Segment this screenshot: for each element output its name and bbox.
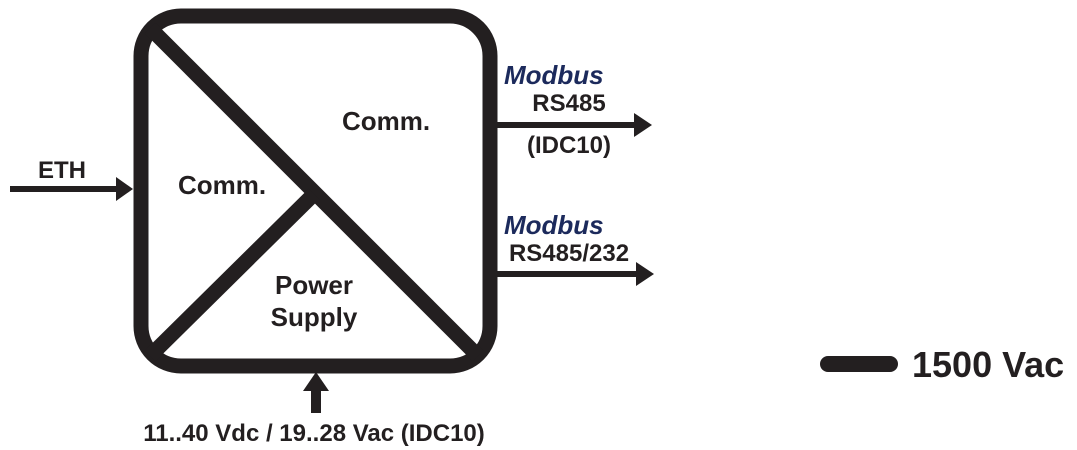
output-2-protocol: RS485/232 [509, 240, 629, 267]
eth-label: ETH [38, 157, 86, 184]
power-input-arrow [303, 372, 329, 413]
power-supply-label-line1: Power [275, 270, 353, 300]
isolation-barrier-diagonal [144, 22, 484, 362]
output-2-arrow-head [636, 262, 654, 286]
power-supply-label-line2: Supply [271, 302, 358, 332]
isolation-barrier-lower [144, 188, 320, 362]
output-1-arrow-head [634, 113, 652, 137]
comm-block-label-left: Comm. [178, 170, 266, 200]
output-1-protocol: RS485 [532, 90, 605, 117]
output-1-modbus-brand: Modbus [504, 60, 604, 90]
output-1-connector: (IDC10) [527, 132, 611, 159]
power-input-label: 11..40 Vdc / 19..28 Vac (IDC10) [143, 420, 485, 447]
module-box [133, 8, 498, 374]
isolation-legend-label: 1500 Vac [912, 344, 1064, 385]
comm-block-label-top: Comm. [342, 106, 430, 136]
eth-input-arrow-head [116, 177, 133, 201]
output-2-modbus-brand: Modbus [504, 210, 604, 240]
